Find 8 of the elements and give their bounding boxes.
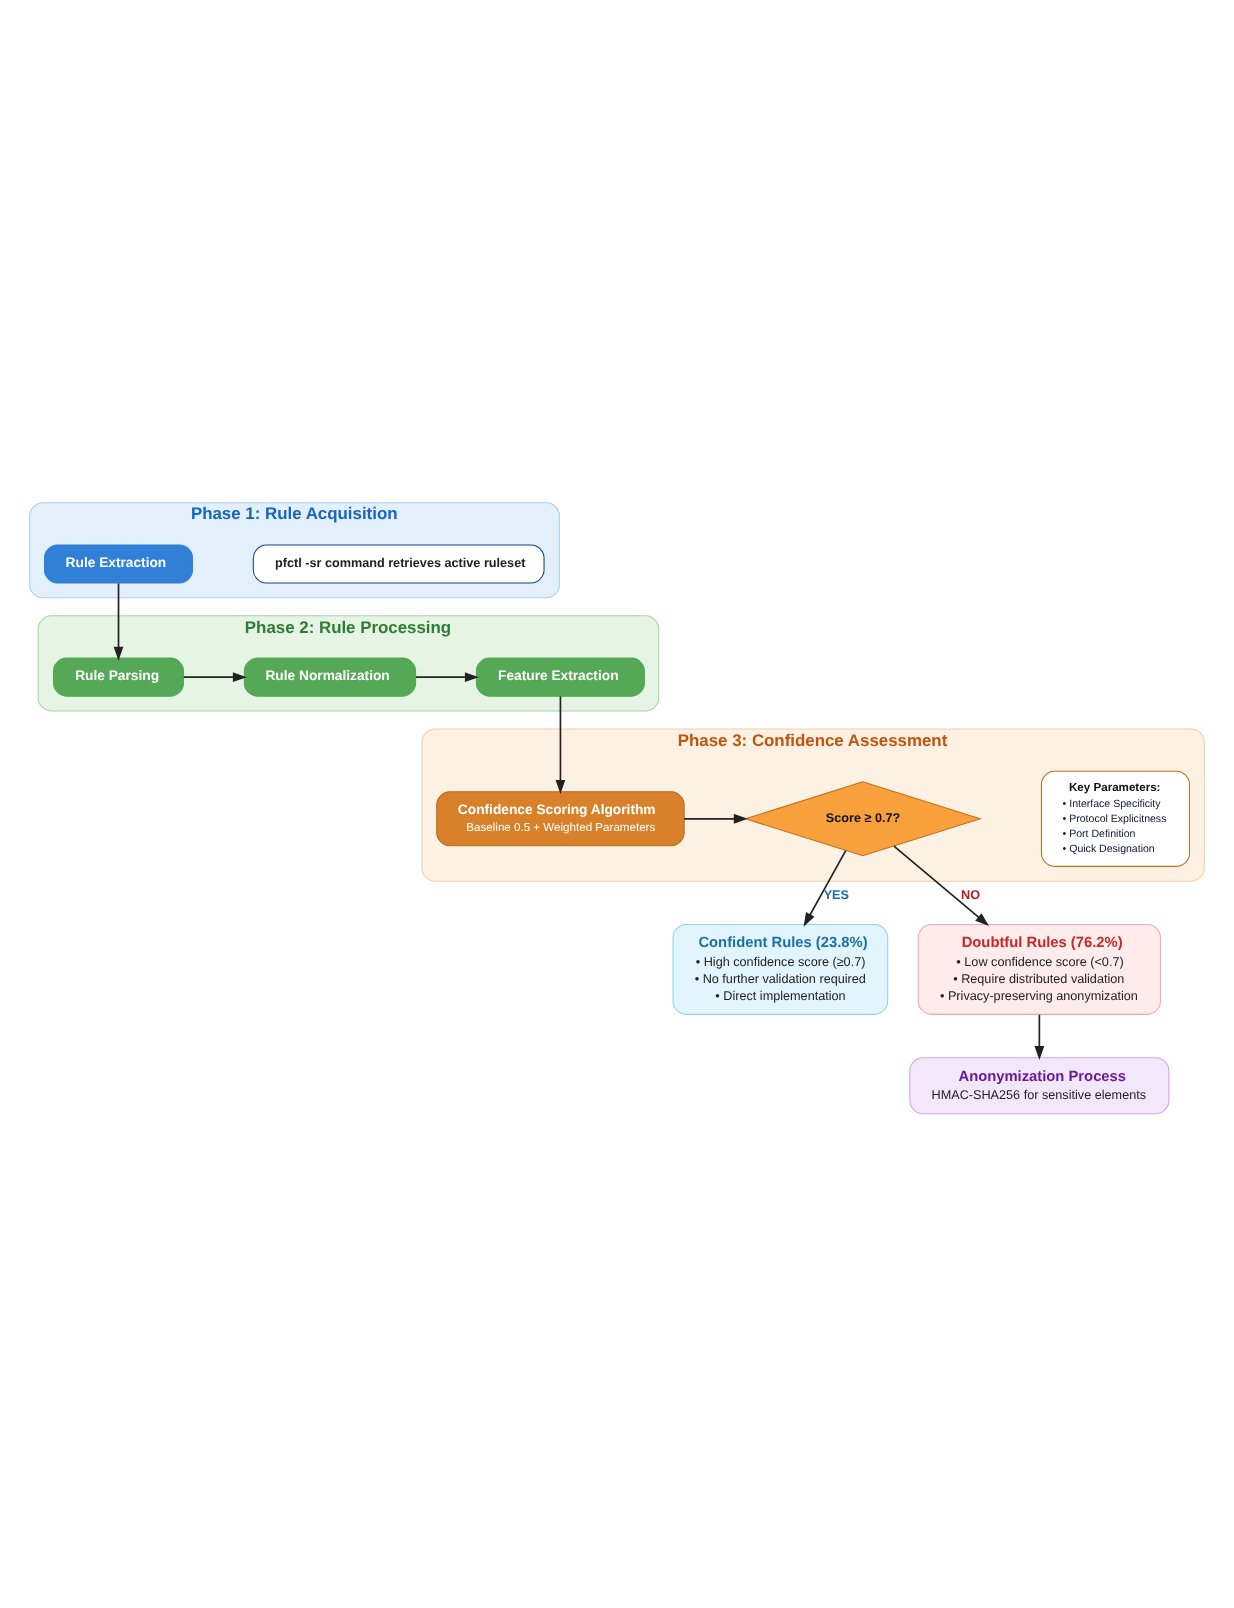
arrow — [893, 845, 990, 927]
arrow — [683, 813, 748, 824]
arrow — [113, 582, 124, 661]
arrow — [1034, 1013, 1045, 1061]
arrow — [803, 849, 847, 927]
arrow — [415, 672, 479, 683]
arrow — [182, 672, 247, 683]
arrow — [555, 695, 566, 794]
